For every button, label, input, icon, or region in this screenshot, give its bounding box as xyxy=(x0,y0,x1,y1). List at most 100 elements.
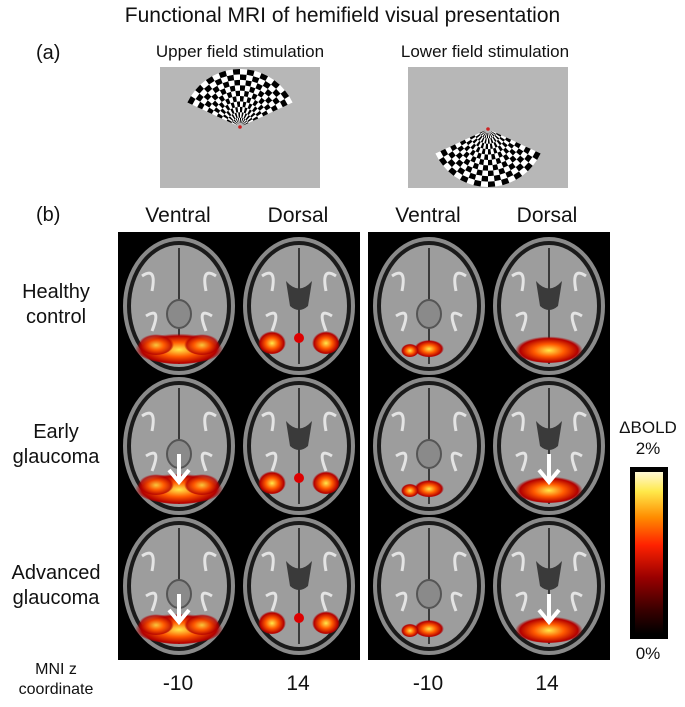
checker-cell xyxy=(215,97,222,105)
checker-cell xyxy=(451,155,460,164)
checker-cell xyxy=(460,175,469,183)
checker-cell xyxy=(500,149,507,157)
checker-cell xyxy=(234,112,238,119)
checker-cell xyxy=(232,121,237,125)
checker-cell xyxy=(242,112,246,119)
checker-cell xyxy=(276,93,285,102)
checker-cell xyxy=(493,142,498,148)
checker-cell xyxy=(241,118,245,124)
checker-cell xyxy=(490,137,494,144)
checker-cell xyxy=(450,144,458,152)
checker-cell xyxy=(474,139,480,146)
checker-cell xyxy=(528,157,538,166)
checker-cell xyxy=(501,160,509,168)
checker-cell xyxy=(480,131,485,135)
checker-cell xyxy=(214,78,223,86)
checker-cell xyxy=(503,147,510,154)
checker-cell xyxy=(230,90,237,97)
checker-cell xyxy=(227,117,233,122)
checker-cell xyxy=(455,159,464,168)
checker-cell xyxy=(202,104,210,112)
checker-cell xyxy=(469,135,476,140)
checker-cell xyxy=(245,80,252,87)
down-arrow-icon xyxy=(167,594,191,626)
col-head-dorsal-2: Dorsal xyxy=(516,204,578,227)
checker-cell xyxy=(488,149,492,155)
checker-cell xyxy=(532,151,541,160)
colorbar-gradient xyxy=(635,472,663,634)
axis-label-line1: MNI z xyxy=(35,661,77,678)
checker-cell xyxy=(241,107,245,113)
brain-slice-advanced-ventral-lower xyxy=(372,516,486,656)
checker-cell xyxy=(474,174,483,182)
checker-cell xyxy=(249,104,256,111)
checker-cell xyxy=(499,172,508,180)
checker-cell xyxy=(503,154,510,161)
checker-cell xyxy=(470,167,478,175)
brain-slice-advanced-dorsal-lower xyxy=(492,516,606,656)
checker-cell xyxy=(237,117,240,124)
checker-cell xyxy=(464,137,471,143)
checker-cell xyxy=(497,151,503,158)
checker-cell xyxy=(474,133,480,137)
checker-cell xyxy=(453,171,463,180)
checker-cell xyxy=(226,110,232,117)
checker-cell xyxy=(211,100,219,108)
checker-cell xyxy=(243,121,248,125)
checker-cell xyxy=(455,142,462,149)
checker-cell xyxy=(232,120,238,125)
panel-label-a: (a) xyxy=(36,42,61,64)
checker-cell xyxy=(473,151,479,158)
checker-cell xyxy=(234,118,239,124)
checker-cell xyxy=(215,90,223,98)
checker-cell xyxy=(488,143,491,150)
checker-cell xyxy=(265,76,275,85)
checker-cell xyxy=(205,76,215,85)
checker-cell xyxy=(213,107,221,114)
checker-cell xyxy=(491,153,496,160)
checker-cell xyxy=(240,74,247,81)
checker-cell xyxy=(192,99,201,108)
checker-cell xyxy=(475,146,481,153)
checker-cell xyxy=(204,100,212,108)
checker-cell xyxy=(221,99,228,107)
checker-cell xyxy=(211,110,219,117)
checker-cell xyxy=(218,70,227,79)
checker-cell xyxy=(243,96,248,103)
checker-cell xyxy=(495,141,500,147)
checker-cell xyxy=(260,85,268,94)
upper-checkerboard-wedge xyxy=(187,69,293,129)
checker-cell xyxy=(240,112,242,118)
checker-cell xyxy=(207,96,215,104)
checker-cell xyxy=(459,148,467,156)
colorbar-title-line1: ΔBOLD xyxy=(619,418,677,437)
checker-cell xyxy=(474,157,481,165)
checker-cell xyxy=(505,170,514,178)
checker-cell xyxy=(244,114,249,120)
checker-cell xyxy=(496,133,502,137)
checker-cell xyxy=(513,171,523,180)
checker-cell xyxy=(257,104,264,111)
checker-cell xyxy=(247,109,252,115)
checker-cell xyxy=(520,159,529,168)
checker-cell xyxy=(518,144,526,152)
brain-slice-healthy-dorsal-lower xyxy=(492,236,606,376)
checker-cell xyxy=(484,149,488,155)
checker-cell xyxy=(499,156,506,163)
checker-cell xyxy=(187,96,196,105)
checker-cell xyxy=(257,113,264,119)
checker-cell xyxy=(493,135,499,141)
checker-cell xyxy=(232,96,237,103)
checker-cell xyxy=(242,119,247,125)
checker-cell xyxy=(261,100,269,108)
checker-cell xyxy=(209,103,217,111)
checker-cell xyxy=(489,132,494,138)
checker-cell xyxy=(240,106,243,113)
brain-panel-lower xyxy=(368,232,610,660)
checker-cell xyxy=(279,99,288,108)
checker-cell xyxy=(491,159,498,166)
brain-slice-early-dorsal-upper xyxy=(242,376,356,516)
checker-cell xyxy=(230,102,235,109)
checker-cell xyxy=(232,69,240,75)
checker-cell xyxy=(271,80,280,89)
